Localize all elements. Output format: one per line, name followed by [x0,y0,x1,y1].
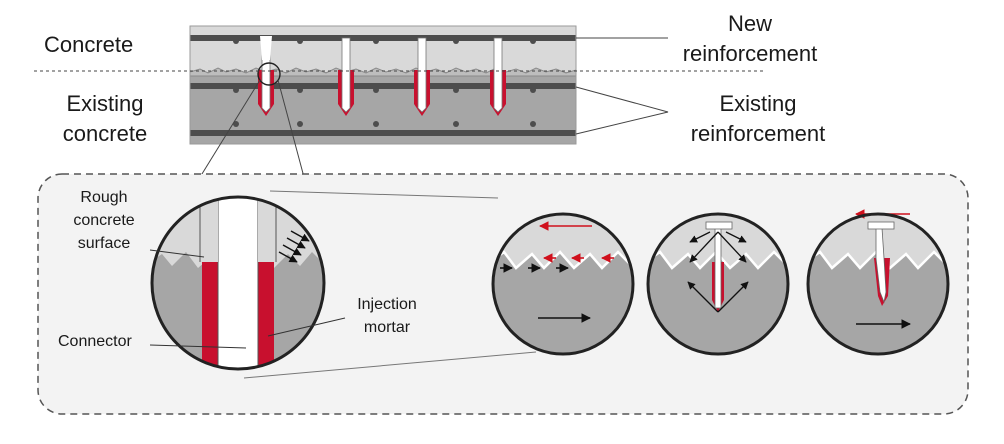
connector-leader [149,344,247,349]
existing-concrete-line2: concrete [62,120,148,146]
injection-mortar-leader [267,317,346,337]
existing-reinforcement-line1: Existing [719,91,797,116]
existing-reinforcement-line2: reinforcement [690,120,826,146]
existing-reinforcement-bar-upper [190,83,576,89]
rough-joint [189,67,577,77]
connector-3 [414,37,430,116]
new-reinforcement-line2: reinforcement [682,40,818,66]
concrete-label: Concrete [44,32,134,57]
new-reinforcement-bar [190,35,576,41]
injection-mortar-label: Injection mortar [344,295,430,338]
stress-hatching [278,230,310,263]
existing-reinforcement-label: Existing reinforcement [676,90,840,147]
connector-detail-circle [150,195,326,371]
new-reinforcement-line1: New [727,11,772,36]
connector-4 [490,37,506,116]
new-reinforcement-label: New reinforcement [668,10,832,67]
rough-surface-leader [149,249,205,258]
zoom-marker [257,62,281,86]
rough-surface-line1: Rough [80,189,128,206]
mechanism-circle-dowel [806,209,950,356]
connector-2 [338,37,354,116]
existing-reinforcement-bar-lower [190,130,576,136]
existing-concrete-label: Existing concrete [40,90,170,147]
connectors [258,36,506,116]
rebar-dots [233,38,536,127]
connector-rod-detail [218,197,258,369]
top-section [189,25,577,145]
existing-concrete-line1: Existing [66,91,144,116]
rough-surface-label: Rough concrete surface [58,188,150,254]
connector-1 [258,36,274,116]
connector-label: Connector [58,333,132,350]
existing-reinforcement-leader [575,86,669,135]
mechanism-circle-clamping [646,212,790,356]
rough-surface-line2: concrete [73,212,135,229]
injection-mortar-line1: Injection [357,296,417,313]
rough-surface-line3: surface [77,235,131,252]
mechanism-circle-interlock [491,212,635,356]
new-concrete-layer [190,26,576,72]
injection-mortar-line2: mortar [363,319,411,336]
